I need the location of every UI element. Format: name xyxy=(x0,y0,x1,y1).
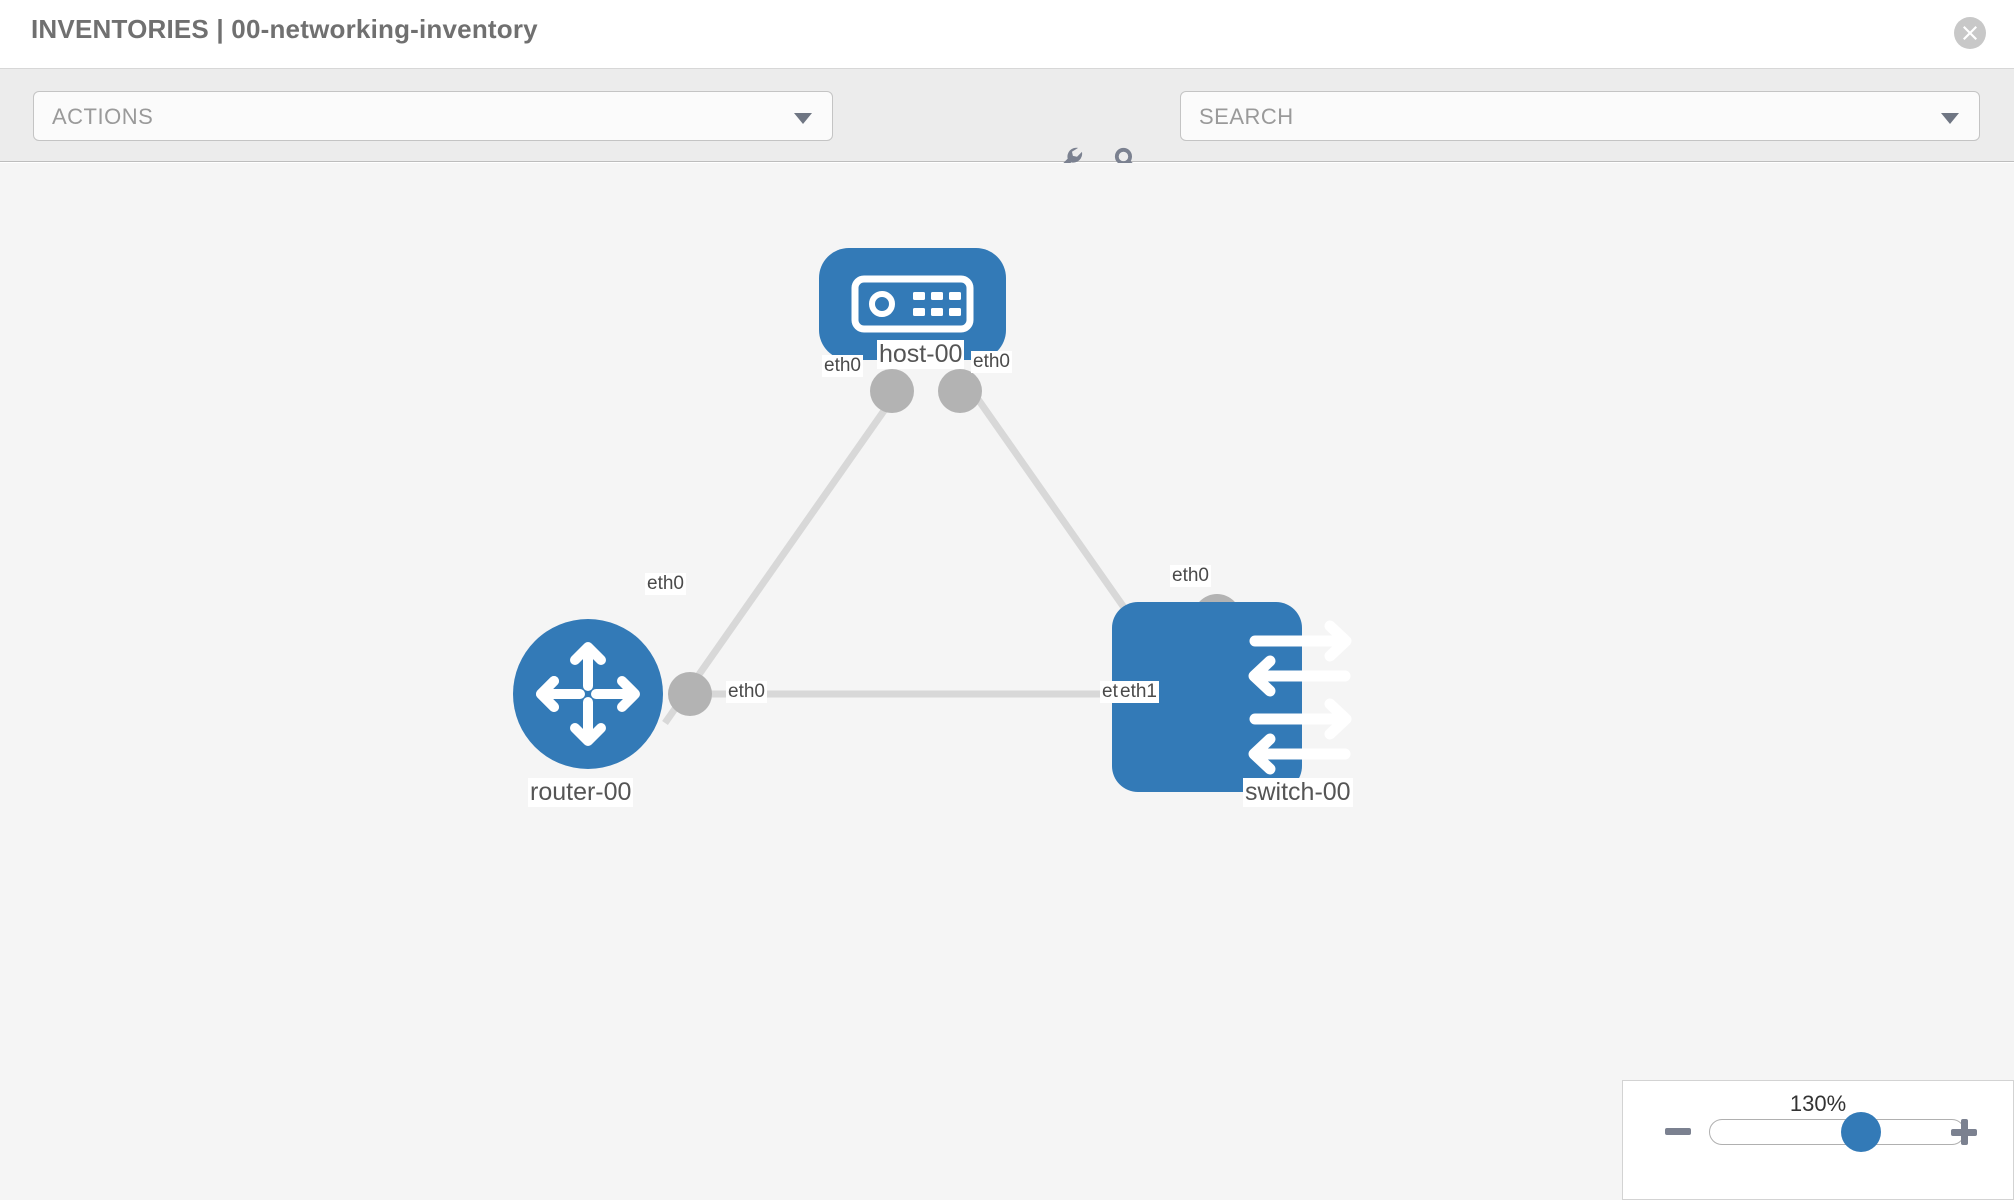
zoom-control-panel: 130% xyxy=(1622,1080,2014,1200)
zoom-in-button[interactable] xyxy=(1951,1119,1977,1145)
topology-canvas[interactable]: host-00 router-00 switch-00 eth0 eth0 et… xyxy=(0,163,2014,1200)
zoom-slider-track[interactable] xyxy=(1709,1119,1965,1145)
zoom-out-button[interactable] xyxy=(1665,1128,1691,1135)
zoom-slider-thumb[interactable] xyxy=(1841,1112,1881,1152)
iface-label: eth0 xyxy=(971,351,1012,373)
port-host-right xyxy=(938,369,982,413)
close-icon[interactable] xyxy=(1954,17,1986,49)
iface-label: eth0 xyxy=(1170,565,1211,587)
topology-graph xyxy=(513,248,1352,792)
node-switch-00 xyxy=(1112,602,1352,792)
chevron-down-icon xyxy=(794,113,812,124)
port-router-right xyxy=(668,672,712,716)
actions-dropdown-label: ACTIONS xyxy=(52,104,154,129)
iface-label: eth0 xyxy=(726,681,767,703)
node-label-host-00: host-00 xyxy=(877,340,965,369)
iface-label: eth0 xyxy=(645,573,686,595)
server-icon xyxy=(851,275,974,333)
search-placeholder: SEARCH xyxy=(1199,104,1294,129)
search-input[interactable]: SEARCH xyxy=(1180,91,1980,141)
toolbar: ACTIONS SEARCH xyxy=(0,69,2014,179)
switch-arrows-icon xyxy=(1248,620,1352,775)
chevron-down-icon[interactable] xyxy=(1941,113,1959,124)
port-host-left xyxy=(870,369,914,413)
node-host-00 xyxy=(819,248,1006,360)
node-router-00 xyxy=(513,619,663,769)
iface-label: eth1 xyxy=(1118,681,1159,703)
link-host-router xyxy=(662,392,898,726)
page-title: INVENTORIES | 00-networking-inventory xyxy=(31,14,538,44)
iface-label: eth0 xyxy=(822,355,863,377)
actions-dropdown[interactable]: ACTIONS xyxy=(33,91,833,141)
node-label-switch-00: switch-00 xyxy=(1243,778,1353,807)
node-label-router-00: router-00 xyxy=(528,778,634,807)
zoom-level-label: 130% xyxy=(1789,1091,1847,1116)
router-arrows-icon-fix xyxy=(536,676,559,712)
page-header: INVENTORIES | 00-networking-inventory xyxy=(0,0,2014,69)
